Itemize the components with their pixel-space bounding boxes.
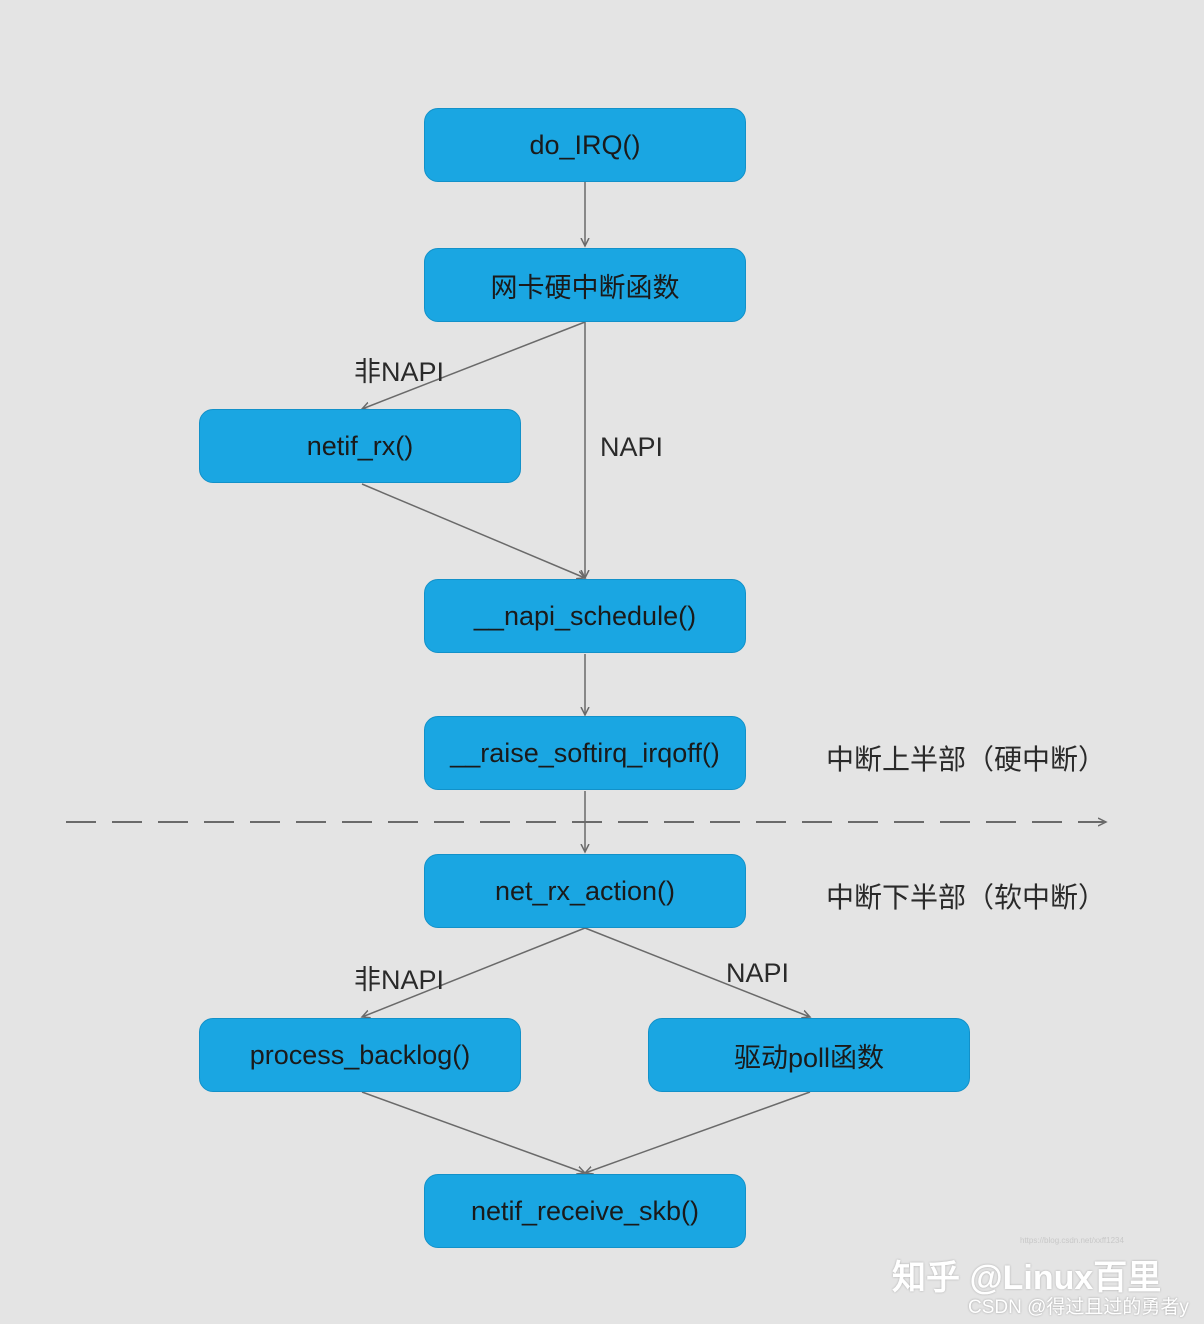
node-netif-rx: netif_rx() (199, 409, 521, 483)
node-driver-poll: 驱动poll函数 (648, 1018, 970, 1092)
edge-driverpoll-to-receiveskb (585, 1091, 811, 1173)
edge-hardirq-to-netifrx (362, 321, 586, 409)
edge-netrxaction-to-driverpoll (584, 927, 810, 1017)
edge-netrxaction-to-processbacklog (362, 927, 586, 1017)
edge-label-napi-bottom: NAPI (726, 958, 790, 988)
edge-label-napi-top: NAPI (600, 432, 664, 462)
watermark-main: 知乎 @Linux百里 (892, 1259, 1162, 1297)
edge-label-non-napi-bottom: 非NAPI (354, 965, 445, 995)
faint-url-watermark: https://blog.csdn.net/xxff1234 (1020, 1236, 1124, 1245)
watermark-sub: CSDN @得过且过的勇者y (968, 1297, 1189, 1318)
node-process-backlog: process_backlog() (199, 1018, 521, 1092)
section-label-top-half: 中断上半部（硬中断） (826, 744, 1107, 775)
edge-label-non-napi-top: 非NAPI (354, 357, 445, 387)
node-do-irq: do_IRQ() (424, 108, 746, 182)
node-netif-receive-skb: netif_receive_skb() (424, 1174, 746, 1248)
edge-netifrx-to-napischedule (361, 483, 585, 578)
node-napi-schedule: __napi_schedule() (424, 579, 746, 653)
edge-processbacklog-to-receiveskb (361, 1091, 585, 1173)
node-raise-softirq: __raise_softirq_irqoff() (424, 716, 746, 790)
section-label-bottom-half: 中断下半部（软中断） (826, 882, 1107, 913)
node-net-rx-action: net_rx_action() (424, 854, 746, 928)
node-nic-hard-irq: 网卡硬中断函数 (424, 248, 746, 322)
